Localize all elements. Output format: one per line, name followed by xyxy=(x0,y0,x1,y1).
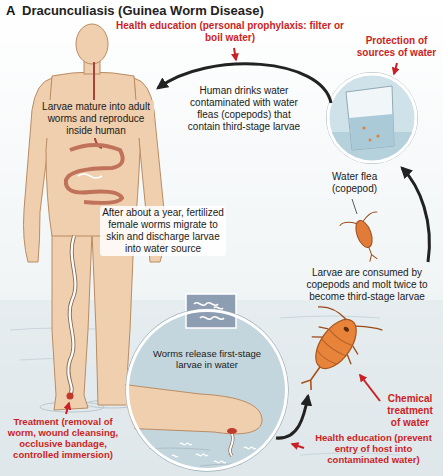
foot-inset xyxy=(120,308,289,472)
intervention-arrow xyxy=(292,444,304,448)
drinking-water-inset xyxy=(327,73,418,164)
foot-inset xyxy=(120,308,289,472)
migrating-worm xyxy=(68,236,75,394)
migrating-worm xyxy=(68,236,75,394)
drinking-water-inset xyxy=(362,126,365,129)
drinking-water-inset xyxy=(376,134,379,137)
intervention-arrow xyxy=(66,403,69,414)
skin-lesion xyxy=(67,393,74,400)
stage-label: Larvae are consumed by copepods and molt… xyxy=(300,266,434,304)
circle-outline xyxy=(125,308,289,472)
drinking-water-inset xyxy=(328,74,416,162)
human-body xyxy=(52,232,92,410)
drinking-water-inset xyxy=(369,139,372,142)
digestive-tract xyxy=(78,174,102,178)
intervention-arrow xyxy=(360,375,380,401)
large-copepod xyxy=(343,326,350,333)
small-copepod xyxy=(353,218,376,249)
small-copepod xyxy=(365,246,377,262)
intervention-arrow xyxy=(394,63,397,74)
prevention-callout: Chemical treatment of water xyxy=(382,392,438,430)
treatment-callout: Treatment (removal of worm, wound cleans… xyxy=(2,416,124,462)
foot-inset xyxy=(230,434,233,456)
circle-outline xyxy=(128,311,287,470)
stage-label: Human drinks water contaminated with wat… xyxy=(182,84,306,134)
prevention-callout: Health education (prevent entry of host … xyxy=(306,432,441,467)
panel-letter: A xyxy=(4,2,20,20)
prevention-callout: Protection of sources of water xyxy=(352,34,441,60)
prevention-callout: Health education (personal prophylaxis: … xyxy=(110,19,350,45)
drinking-water-inset xyxy=(346,86,394,150)
small-copepod xyxy=(339,211,392,267)
foot-inset xyxy=(227,428,237,434)
migrating-worm xyxy=(68,236,75,394)
stage-label: Larvae mature into adult worms and repro… xyxy=(38,100,154,138)
cycle-arrow xyxy=(402,168,429,262)
drinking-water-inset xyxy=(326,73,418,165)
intervention-arrow xyxy=(234,48,236,60)
human-body xyxy=(76,24,108,64)
large-copepod xyxy=(277,292,383,404)
circle-outline xyxy=(126,309,288,471)
stage-label: After about a year, fertilized female wo… xyxy=(100,206,226,256)
large-copepod xyxy=(308,312,365,375)
foot-inset xyxy=(230,434,233,456)
foot-inset xyxy=(120,384,262,434)
leader-line xyxy=(352,199,357,214)
drinking-water-inset xyxy=(349,114,394,150)
part-label: Water flea (copepod) xyxy=(330,170,394,196)
large-copepod xyxy=(301,363,325,390)
diagram-title: Dracunculiasis (Guinea Worm Disease) xyxy=(20,2,340,20)
inset-circle: Worms release first-stage larvae in wate… xyxy=(125,308,289,472)
stage-label: Worms release first-stage larvae in wate… xyxy=(139,348,275,371)
digestive-tract xyxy=(66,145,123,203)
large-copepod xyxy=(313,329,352,368)
